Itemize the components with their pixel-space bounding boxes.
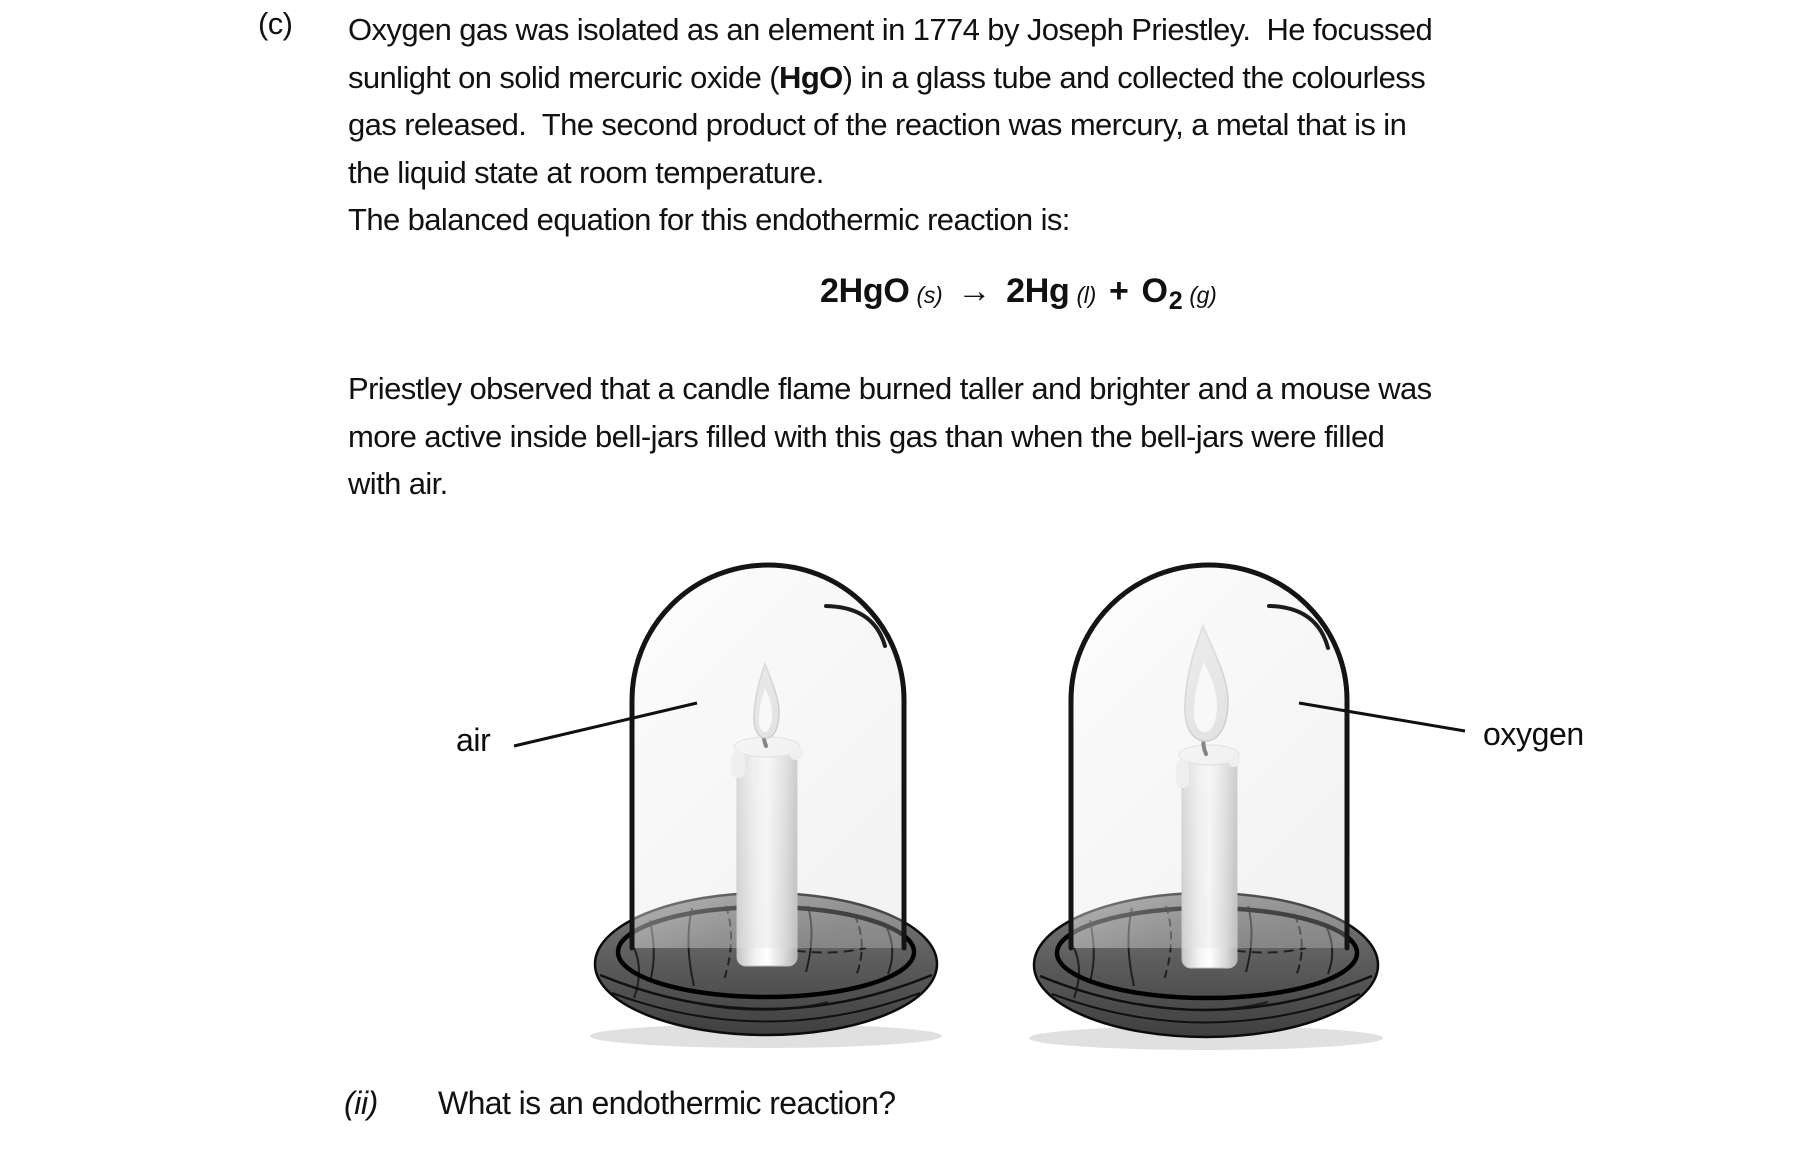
eq-product1: 2Hg: [1006, 272, 1070, 310]
paragraph-1: Oxygen gas was isolated as an element in…: [348, 6, 1433, 244]
left-jar-glass-fill: [632, 565, 904, 948]
air-label: air: [456, 722, 491, 758]
air-leader-line: [513, 701, 698, 748]
eq-product1-state: (l): [1076, 282, 1096, 308]
right-base-rim-groove-2: [1051, 993, 1361, 1024]
left-jar-outline: [629, 562, 907, 951]
right-jar-glass-fill: [1071, 565, 1347, 948]
line2-pre: sunlight on solid mercuric oxide (: [348, 59, 780, 95]
oxygen-leader-line: [1298, 701, 1466, 733]
eq-product2-subscript: 2: [1168, 287, 1183, 315]
paragraph-2-line-1: Priestley observed that a candle flame b…: [348, 371, 1432, 406]
paragraph-1-line-5: The balanced equation for this endotherm…: [348, 202, 1070, 237]
left-base-rim-groove-1: [599, 973, 933, 1011]
question-ii-number: (ii): [344, 1085, 378, 1121]
paragraph-1-line-4: the liquid state at room temperature.: [348, 154, 824, 190]
eq-reactant: 2HgO: [820, 272, 910, 310]
paragraph-2-line-3: with air.: [348, 466, 448, 501]
question-ii-text: What is an endothermic reaction?: [438, 1085, 896, 1121]
eq-reactant-state: (s): [916, 282, 943, 308]
right-jar-outline: [1068, 562, 1350, 951]
line2-formula-bold: HgO: [779, 59, 843, 95]
line2-post: ) in a glass tube and collected the colo…: [842, 59, 1426, 95]
right-bell-jar-group: [1029, 562, 1466, 1050]
eq-product2-state: (g): [1189, 282, 1217, 308]
left-bell-jar-group: [513, 562, 942, 1048]
left-jar-reflection-arc: [824, 604, 887, 648]
part-c-label: (c): [258, 6, 293, 41]
eq-arrow: →: [957, 272, 992, 310]
right-jar-reflection-arc: [1267, 604, 1330, 650]
balanced-equation: 2HgO (s) → 2Hg (l) + O 2 (g): [820, 272, 1217, 315]
paragraph-1-line-3: gas released. The second product of the …: [348, 107, 1407, 142]
right-base-rim-groove-1: [1039, 974, 1373, 1012]
paragraph-2-line-2: more active inside bell-jars filled with…: [348, 418, 1385, 454]
left-base-rim-groove-2: [611, 992, 921, 1023]
paragraph-2: Priestley observed that a candle flame b…: [348, 365, 1432, 508]
eq-product2: O: [1141, 272, 1168, 310]
eq-plus: +: [1108, 272, 1129, 310]
oxygen-label: oxygen: [1483, 716, 1584, 752]
paragraph-1-line-1: Oxygen gas was isolated as an element in…: [348, 12, 1433, 47]
paragraph-1-line-2: sunlight on solid mercuric oxide (HgO) i…: [348, 54, 1432, 102]
